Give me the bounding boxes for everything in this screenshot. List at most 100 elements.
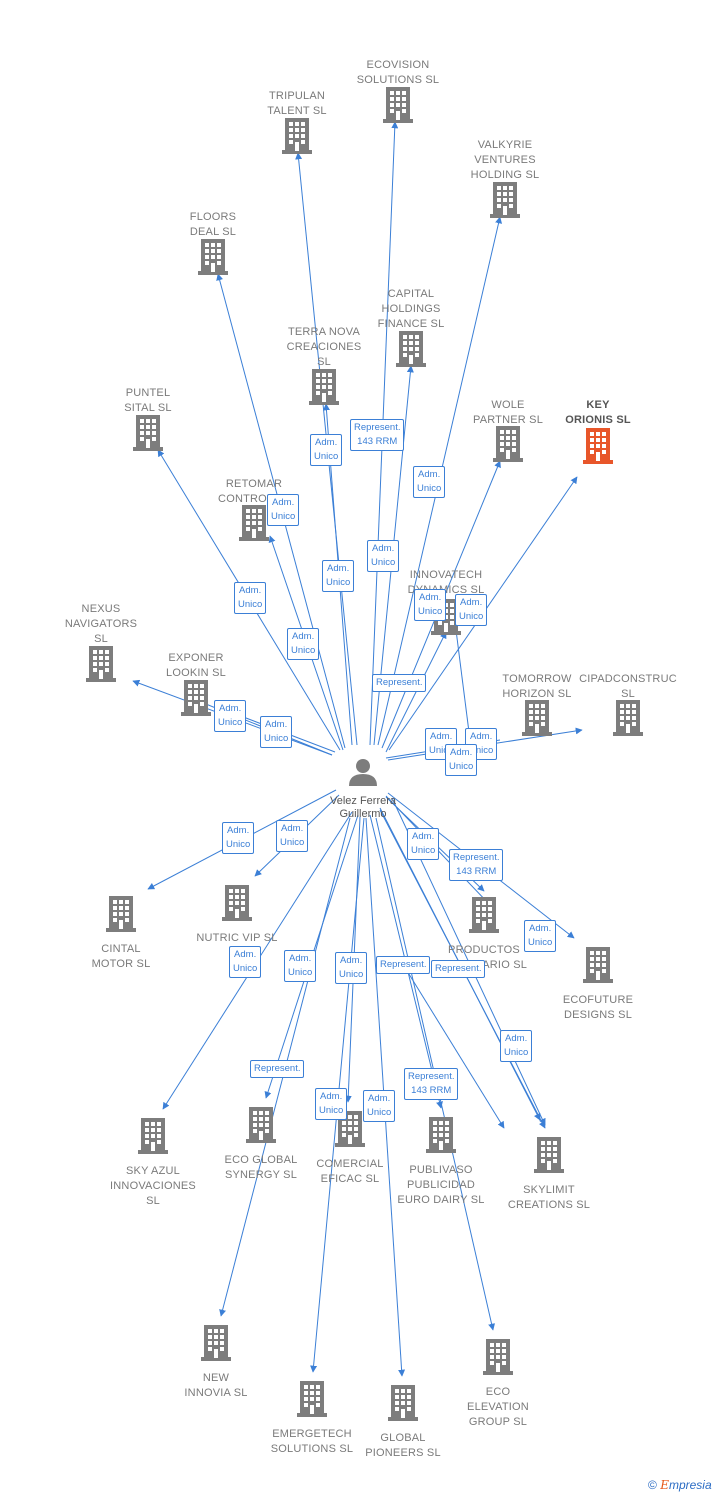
building-icon[interactable] <box>583 947 613 983</box>
edge-label[interactable]: Adm. Unico <box>229 946 262 978</box>
edge-label[interactable]: Represent. 143 RRM <box>404 1068 459 1100</box>
building-icon[interactable] <box>106 896 136 932</box>
company-capital[interactable]: CAPITAL HOLDINGS FINANCE SL <box>346 287 476 332</box>
edge-label[interactable]: Adm. Unico <box>322 560 355 592</box>
company-tripulan[interactable]: TRIPULAN TALENT SL <box>232 89 362 119</box>
edge-label[interactable]: Adm. Unico <box>465 728 498 760</box>
edge-label[interactable]: Adm. Unico <box>222 822 255 854</box>
edge-label[interactable]: Adm. Unico <box>500 1030 533 1062</box>
company-nexus[interactable]: NEXUS NAVIGATORS SL <box>36 602 166 647</box>
building-icon[interactable] <box>483 1339 513 1375</box>
edge-label[interactable]: Adm. Unico <box>310 434 343 466</box>
company-newinnovia[interactable]: NEW INNOVIA SL <box>151 1371 281 1401</box>
company-skyazul[interactable]: SKY AZUL INNOVACIONES SL <box>88 1164 218 1209</box>
building-icon[interactable] <box>181 680 211 716</box>
building-icon[interactable] <box>426 1117 456 1153</box>
building-icon[interactable] <box>222 885 252 921</box>
building-icon[interactable] <box>583 428 613 464</box>
company-name: CIPADCONSTRUC SL <box>579 673 677 700</box>
building-icon[interactable] <box>309 369 339 405</box>
company-emergetech[interactable]: EMERGETECH SOLUTIONS SL <box>247 1427 377 1457</box>
edge-label[interactable]: Adm. Unico <box>524 920 557 952</box>
edge-label[interactable]: Adm. Unico <box>315 1088 348 1120</box>
company-exponer[interactable]: EXPONER LOOKIN SL <box>131 651 261 681</box>
edge-label[interactable]: Adm. Unico <box>276 820 309 852</box>
company-name: NUTRIC VIP SL <box>196 932 278 944</box>
edge-label[interactable]: Represent. 143 RRM <box>350 419 405 451</box>
company-name: COMERCIAL EFICAC SL <box>316 1158 384 1185</box>
company-valkyrie[interactable]: VALKYRIE VENTURES HOLDING SL <box>440 138 570 183</box>
building-icon[interactable] <box>490 182 520 218</box>
company-cintal[interactable]: CINTAL MOTOR SL <box>56 942 186 972</box>
building-icon[interactable] <box>239 505 269 541</box>
company-name: WOLE PARTNER SL <box>472 399 544 426</box>
building-icon[interactable] <box>86 646 116 682</box>
brand-e: E <box>660 1478 669 1492</box>
edge-label[interactable]: Adm. Unico <box>234 582 267 614</box>
building-icon[interactable] <box>383 87 413 123</box>
building-icon[interactable] <box>138 1118 168 1154</box>
company-name: TRIPULAN TALENT SL <box>267 90 327 117</box>
company-name: GLOBAL PIONEERS SL <box>365 1432 441 1459</box>
edge-label[interactable]: Adm. Unico <box>335 952 368 984</box>
company-comercial[interactable]: COMERCIAL EFICAC SL <box>285 1157 415 1187</box>
edge-label[interactable]: Adm. Unico <box>284 950 317 982</box>
building-icon[interactable] <box>388 1385 418 1421</box>
edge-label[interactable]: Represent. <box>250 1060 305 1078</box>
company-name: CINTAL MOTOR SL <box>91 943 151 970</box>
company-ecovision[interactable]: ECOVISION SOLUTIONS SL <box>333 58 463 88</box>
edge-label[interactable]: Adm. Unico <box>455 594 488 626</box>
building-icon[interactable] <box>198 239 228 275</box>
edge-label[interactable]: Adm. Unico <box>363 1090 396 1122</box>
edge-label[interactable]: Represent. <box>372 674 427 692</box>
person-node[interactable]: Velez Ferrera Guillermo <box>308 795 418 821</box>
building-icon[interactable] <box>297 1381 327 1417</box>
building-icon[interactable] <box>534 1137 564 1173</box>
company-name: EMERGETECH SOLUTIONS SL <box>270 1428 354 1455</box>
building-icon[interactable] <box>493 426 523 462</box>
company-name: ECO ELEVATION GROUP SL <box>467 1386 529 1428</box>
edge-label[interactable]: Adm. Unico <box>414 589 447 621</box>
person-icon[interactable] <box>349 759 377 786</box>
edge-label[interactable]: Adm. Unico <box>367 540 400 572</box>
company-terranova[interactable]: TERRA NOVA CREACIONES SL <box>259 325 389 370</box>
building-icon[interactable] <box>469 897 499 933</box>
edge-label[interactable]: Represent. 143 RRM <box>449 849 504 881</box>
company-name: ECOFUTURE DESIGNS SL <box>562 994 634 1021</box>
company-publivaso[interactable]: PUBLIVASO PUBLICIDAD EURO DAIRY SL <box>376 1163 506 1208</box>
edge-label[interactable]: Adm. Unico <box>214 700 247 732</box>
edge-label[interactable]: Represent. <box>431 960 486 978</box>
edge-label[interactable]: Adm. Unico <box>445 744 478 776</box>
edge-label[interactable]: Adm. Unico <box>407 828 440 860</box>
company-ecoglobal[interactable]: ECO GLOBAL SYNERGY SL <box>196 1153 326 1183</box>
edge-label[interactable]: Represent. <box>376 956 431 974</box>
edge-label[interactable]: Adm. Unico <box>413 466 446 498</box>
edge-label[interactable]: Adm. Unico <box>287 628 320 660</box>
company-ecoelevation[interactable]: ECO ELEVATION GROUP SL <box>433 1385 563 1430</box>
building-icon[interactable] <box>396 331 426 367</box>
building-icon[interactable] <box>613 700 643 736</box>
building-icon[interactable] <box>133 415 163 451</box>
building-icon[interactable] <box>522 700 552 736</box>
company-wole[interactable]: WOLE PARTNER SL <box>443 398 573 428</box>
building-icon[interactable] <box>246 1107 276 1143</box>
company-retomar[interactable]: RETOMAR CONTROL SL <box>189 477 319 507</box>
edge-label[interactable]: Adm. Unico <box>267 494 300 526</box>
company-cipad[interactable]: CIPADCONSTRUC SL <box>563 672 693 702</box>
company-skylimit[interactable]: SKYLIMIT CREATIONS SL <box>484 1183 614 1213</box>
company-name: VALKYRIE VENTURES HOLDING SL <box>470 139 540 181</box>
edge-label[interactable]: Adm. Unico <box>260 716 293 748</box>
copyright-symbol: © <box>648 1478 657 1492</box>
edge-extra <box>455 629 471 741</box>
company-floors[interactable]: FLOORS DEAL SL <box>148 210 278 240</box>
company-name: PUBLIVASO PUBLICIDAD EURO DAIRY SL <box>397 1164 485 1206</box>
company-puntel[interactable]: PUNTEL SITAL SL <box>83 386 213 416</box>
company-name: SKYLIMIT CREATIONS SL <box>507 1184 591 1211</box>
company-ecofuture[interactable]: ECOFUTURE DESIGNS SL <box>533 993 663 1023</box>
company-nutric[interactable]: NUTRIC VIP SL <box>172 931 302 946</box>
company-key[interactable]: KEY ORIONIS SL <box>533 398 663 428</box>
building-icon[interactable] <box>201 1325 231 1361</box>
company-tomorrow[interactable]: TOMORROW HORIZON SL <box>472 672 602 702</box>
company-globalpioneers[interactable]: GLOBAL PIONEERS SL <box>338 1431 468 1461</box>
building-icon[interactable] <box>282 118 312 154</box>
